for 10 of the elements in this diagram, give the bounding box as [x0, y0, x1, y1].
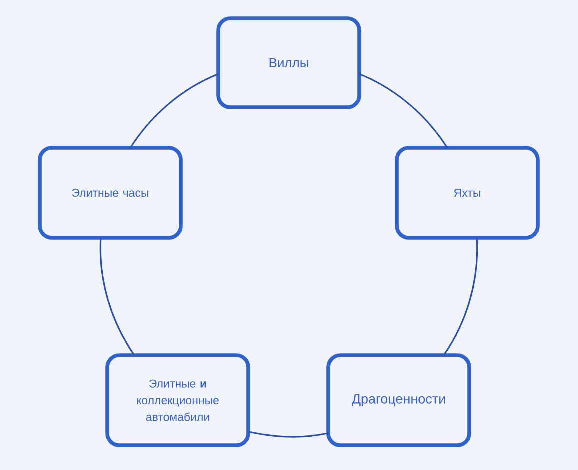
rounded-box: Элитные часы [38, 146, 183, 240]
rounded-box: Элитные и коллекционные автомабили [106, 354, 250, 448]
connector-line [359, 73, 448, 148]
rounded-box: Виллы [216, 16, 362, 110]
connector-line [443, 238, 478, 356]
connector-line [248, 431, 329, 438]
connector-line [100, 238, 136, 356]
connector-line [130, 73, 219, 148]
rounded-box: Драгоценности [326, 354, 472, 448]
rounded-box: Яхты [395, 146, 540, 240]
